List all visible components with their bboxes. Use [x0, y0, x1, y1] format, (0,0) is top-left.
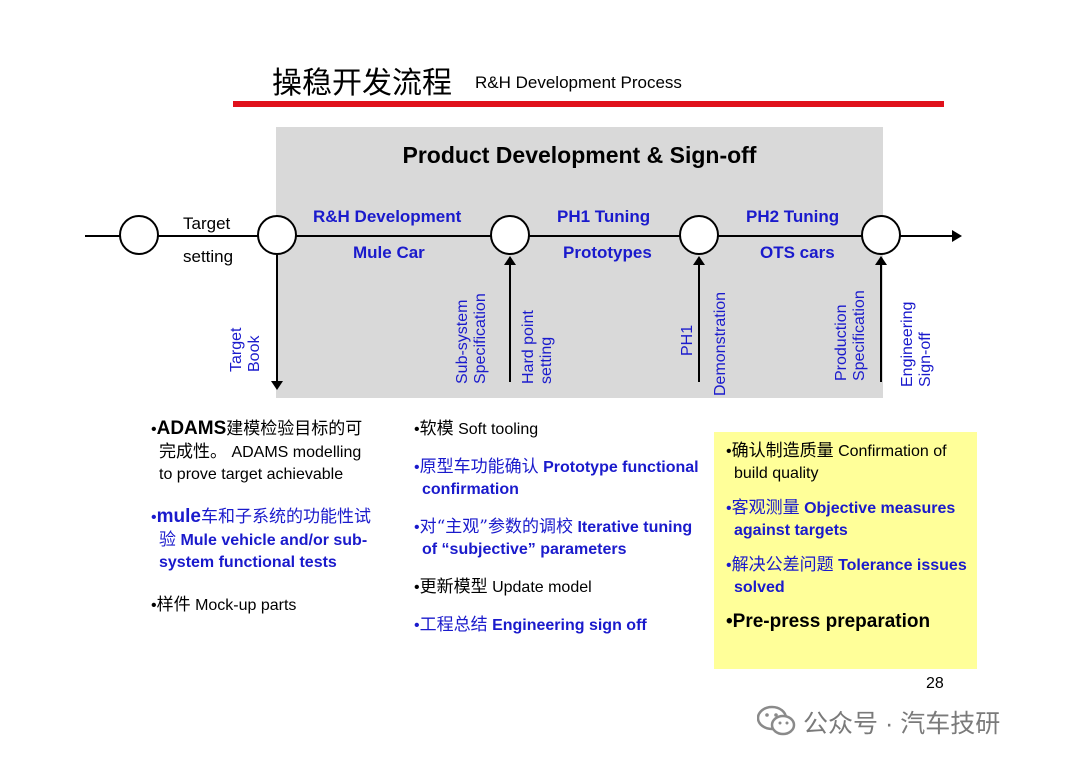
list-item: •对“主观”参数的调校 Iterative tuning of “subject… — [414, 517, 693, 558]
highlight-panel — [714, 432, 977, 669]
milestone-node-hardpoint — [490, 215, 530, 255]
target-book-arrow-down — [271, 381, 283, 390]
list-item: •更新模型 Update model — [414, 577, 592, 597]
list-item: •工程总结 Engineering sign off — [414, 615, 647, 635]
list-item: •客观测量 Objective measures against targets — [726, 498, 956, 539]
title-underline — [233, 101, 944, 107]
phase-ph2-tuning: PH2 Tuning — [746, 207, 840, 226]
phase-prototypes: Prototypes — [563, 243, 652, 262]
page-number: 28 — [926, 675, 944, 692]
process-title: Product Development & Sign-off — [402, 142, 757, 168]
list-item: •原型车功能确认 Prototype functional confirmati… — [414, 457, 699, 498]
list-item: •解决公差问题 Tolerance issues solved — [726, 555, 967, 596]
milestone-demonstration: Demonstration — [712, 291, 729, 396]
process-panel — [276, 127, 883, 398]
column-mule-phase: •ADAMS建模检验目标的可完成性。 ADAMS modelling to pr… — [147, 418, 372, 617]
phase-rh-development: R&H Development — [313, 207, 462, 226]
hard-point-arrow-up — [504, 256, 516, 265]
signoff-arrow-up — [875, 256, 887, 265]
watermark-text: 公众号 · 汽车技研 — [803, 710, 1001, 738]
list-item: •Pre-press preparation — [726, 611, 931, 632]
milestone-node-ph1 — [679, 215, 719, 255]
list-item: •ADAMS建模检验目标的可完成性。 ADAMS modelling to pr… — [151, 418, 363, 483]
wechat-icon — [756, 704, 797, 738]
column-prototype-phase: •软模 Soft tooling •原型车功能确认 Prototype func… — [410, 418, 700, 637]
page-title-cn: 操稳开发流程 — [272, 66, 452, 101]
phase-ph1-tuning: PH1 Tuning — [557, 207, 651, 226]
phase-ots-cars: OTS cars — [760, 243, 835, 262]
target-label: Target — [183, 214, 231, 233]
milestone-node-start — [119, 215, 159, 255]
setting-label: setting — [183, 247, 234, 266]
timeline-arrowhead — [952, 230, 962, 242]
phase-mule-car: Mule Car — [353, 243, 425, 262]
milestone-node-target-book — [257, 215, 297, 255]
signoff-connector — [880, 264, 882, 382]
list-item: •样件 Mock-up parts — [151, 595, 297, 615]
milestone-ph1: PH1 — [679, 324, 696, 356]
column-production-phase: •确认制造质量 Confirmation of build quality •客… — [722, 440, 970, 633]
page-title-en: R&H Development Process — [475, 73, 682, 92]
milestone-node-signoff — [861, 215, 901, 255]
hard-point-connector — [509, 264, 511, 382]
list-item: •软模 Soft tooling — [414, 419, 539, 439]
list-item: •mule车和子系统的功能性试验 Mule vehicle and/or sub… — [151, 506, 371, 571]
list-item: •确认制造质量 Confirmation of build quality — [726, 441, 947, 482]
target-book-connector — [276, 255, 278, 383]
ph1-arrow-up — [693, 256, 705, 265]
ph1-connector — [698, 264, 700, 382]
